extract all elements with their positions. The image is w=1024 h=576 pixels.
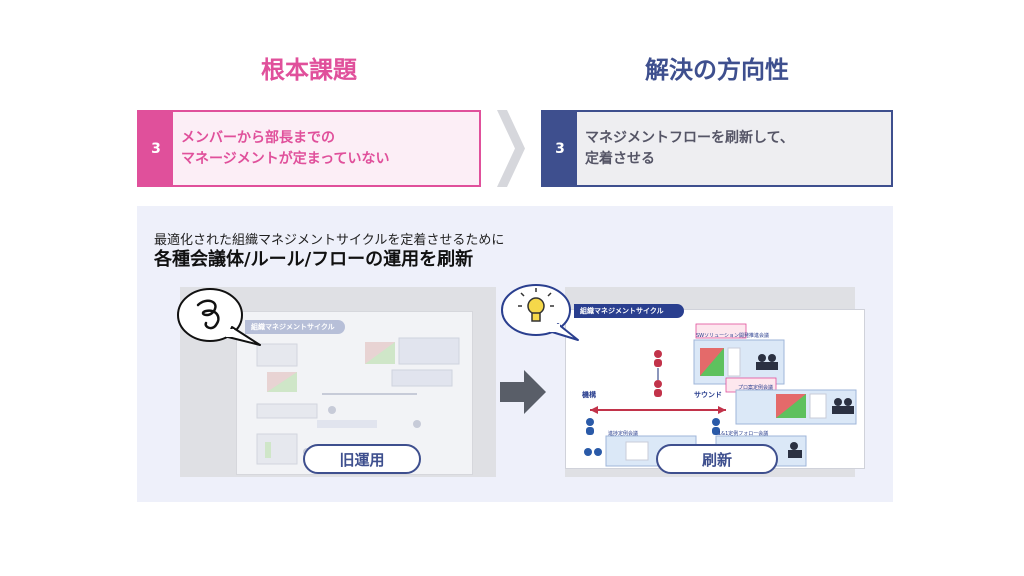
panel-headline: 各種会議体/ルール/フローの運用を刷新 [154,249,474,270]
problem-heading: 根本課題 [261,56,357,84]
lightbulb-icon [501,284,579,341]
chevron-right-icon [497,110,525,187]
solution-number: 3 [543,112,577,185]
solution-line-1: マネジメントフローを刷新して、 [585,129,794,146]
old-operation-thumbnail: 組織マネジメントサイクル [236,311,473,475]
new-meeting-4: 1&1定例フォロー会議 [718,431,769,437]
problem-card: 3 メンバーから部長までの マネージメントが定まっていない [137,110,481,187]
new-right-flow-label: サウンド [694,391,722,399]
panel-intro: 最適化された組織マネジメントサイクルを定着させるために [154,233,505,248]
new-operation-label: 刷新 [656,444,778,474]
solution-card: 3 マネジメントフローを刷新して、 定着させる [541,110,893,187]
old-operation-label: 旧運用 [303,444,421,474]
solution-text: マネジメントフローを刷新して、 定着させる [577,112,891,185]
problem-text: メンバーから部長までの マネージメントが定まっていない [173,112,479,185]
new-doc-title: 組織マネジメントサイクル [574,304,684,318]
problem-number: 3 [139,112,173,185]
problem-line-2: マネージメントが定まっていない [181,150,390,167]
new-left-flow-label: 機構 [582,391,596,399]
solution-heading: 解決の方向性 [645,56,789,84]
new-meeting-1: SWソリューション開発推進会議 [696,333,770,339]
old-doc-diagram [256,337,460,465]
confused-scribble-icon [177,288,261,346]
old-doc-title: 組織マネジメントサイクル [245,320,345,334]
new-meeting-2: プロ案定例会議 [738,385,774,391]
solution-line-2: 定着させる [585,150,655,167]
problem-line-1: メンバーから部長までの [181,129,335,146]
new-meeting-3: 進捗定例会議 [608,431,639,437]
arrow-right-icon [500,370,546,414]
